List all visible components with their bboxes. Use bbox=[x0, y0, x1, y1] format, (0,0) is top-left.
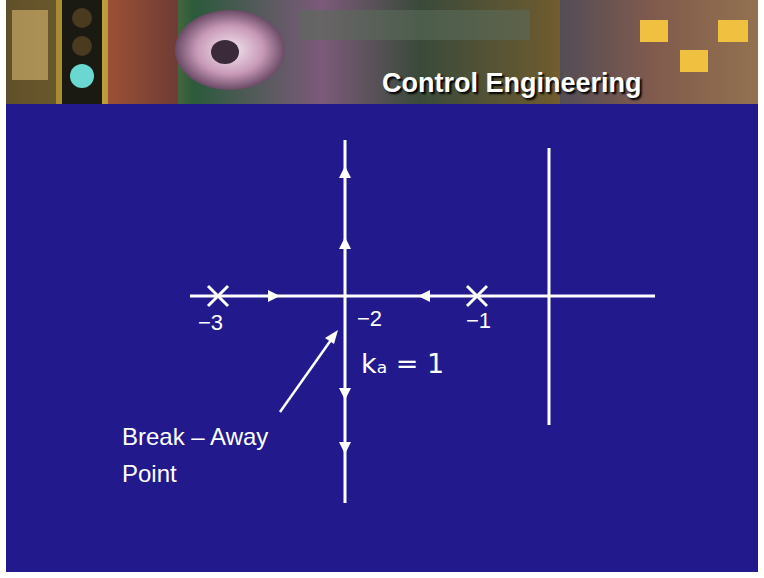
banner-photo bbox=[300, 10, 530, 40]
traffic-light-lamp bbox=[70, 64, 94, 88]
banner bbox=[6, 0, 758, 104]
direction-arrow bbox=[339, 237, 351, 249]
direction-arrow bbox=[418, 290, 430, 302]
banner-photo bbox=[718, 20, 748, 42]
banner-photo bbox=[12, 10, 48, 80]
direction-arrow bbox=[339, 388, 351, 400]
banner-photo bbox=[640, 20, 668, 42]
banner-title: Control Engineering bbox=[382, 68, 642, 99]
direction-arrow bbox=[268, 290, 280, 302]
leader-line bbox=[280, 340, 331, 412]
pole-marker bbox=[467, 286, 487, 306]
banner-photo bbox=[6, 0, 56, 104]
callout-note: Break – Away Point bbox=[122, 418, 294, 492]
banner-photo bbox=[108, 0, 178, 104]
axis-value: −1 bbox=[466, 308, 491, 333]
pole-marker bbox=[208, 286, 228, 306]
gain-annotation: kₐ = 1 bbox=[361, 348, 444, 379]
leader-arrowhead bbox=[325, 330, 338, 344]
traffic-light-lamp bbox=[72, 36, 92, 56]
slide-background bbox=[6, 0, 758, 572]
traffic-light bbox=[62, 0, 102, 104]
traffic-light-lamp bbox=[72, 8, 92, 28]
direction-arrow bbox=[339, 166, 351, 178]
banner-photo bbox=[680, 50, 708, 72]
direction-arrow bbox=[339, 442, 351, 454]
imaginary-axis bbox=[548, 148, 551, 425]
speaker-photo bbox=[211, 40, 239, 64]
speaker-photo bbox=[175, 10, 285, 90]
axis-value: −3 bbox=[198, 310, 223, 335]
axis-value: −2 bbox=[357, 306, 382, 331]
